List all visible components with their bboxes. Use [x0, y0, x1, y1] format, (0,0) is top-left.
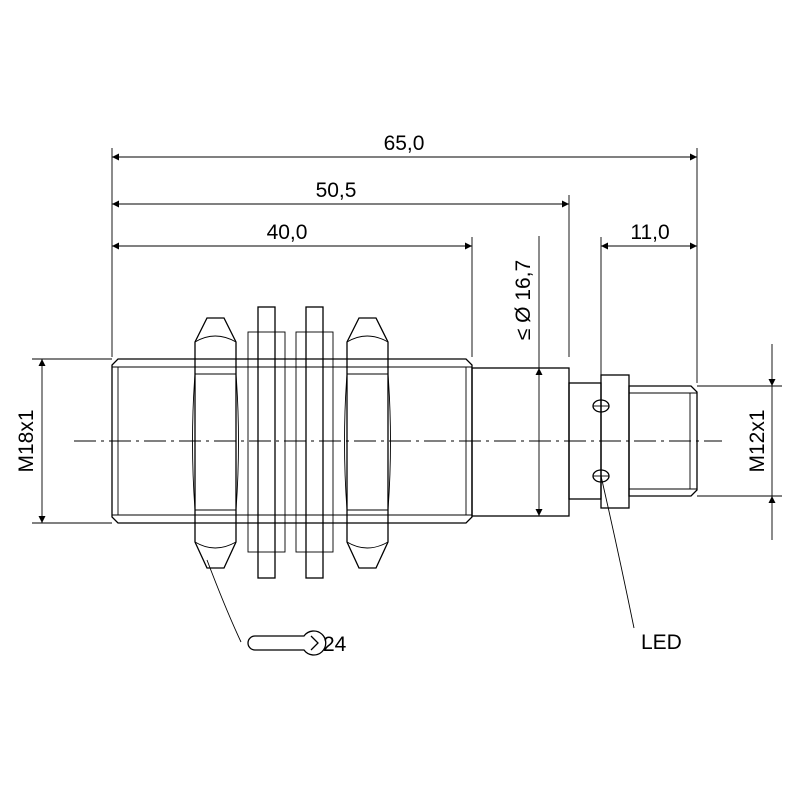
dimension-m12: M12x1: [746, 344, 776, 540]
dimension-11: 11,0: [601, 221, 697, 250]
led-label: LED: [641, 631, 682, 654]
hex-nut-left: [192, 317, 239, 569]
hex-nut-right: [344, 317, 391, 569]
washer-right: [295, 306, 334, 579]
wrench-size-label: 24: [323, 633, 347, 656]
wrench-icon: [247, 630, 327, 656]
dimension-diameter: ≤ Ø 16,7: [512, 236, 543, 516]
dimension-m18: M18x1: [15, 359, 46, 523]
connector-thread-label: M12x1: [746, 409, 769, 472]
overall-length-label: 65,0: [384, 132, 425, 155]
wrench-leader: [206, 559, 242, 643]
led-leader: [600, 475, 635, 629]
thread-length-label: 40,0: [267, 221, 308, 244]
sensor-body: [111, 358, 698, 524]
washer-left: [247, 306, 286, 579]
connector-length-label: 11,0: [630, 221, 669, 244]
dimension-40: 40,0: [112, 221, 472, 250]
main-thread-label: M18x1: [15, 409, 38, 472]
length-to-connector-label: 50,5: [316, 179, 357, 202]
dimension-50-5: 50,5: [112, 179, 569, 208]
max-diameter-label: ≤ Ø 16,7: [512, 260, 535, 340]
dimension-65: 65,0: [112, 132, 697, 161]
